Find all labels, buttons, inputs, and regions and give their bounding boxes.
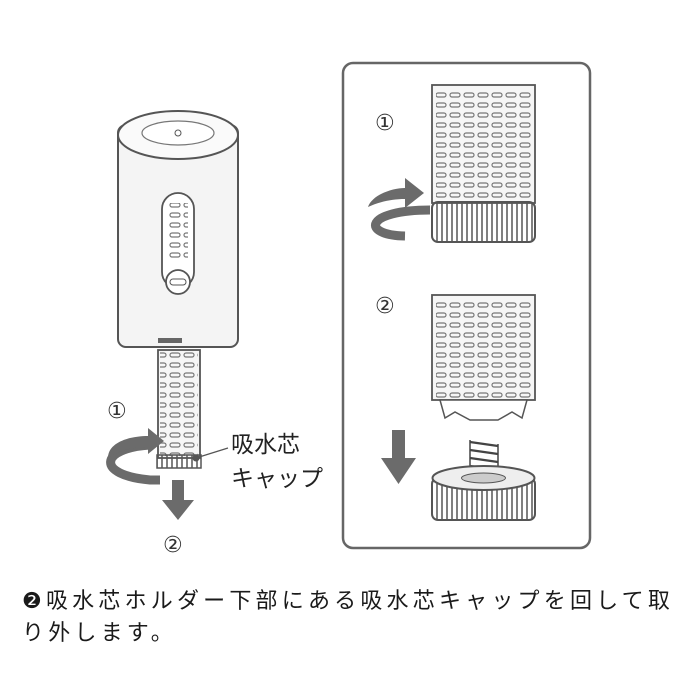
rotate-arrow-icon	[106, 428, 164, 485]
leader-line	[192, 447, 229, 462]
wick-filter-step1	[431, 84, 536, 243]
instruction-caption: ❷吸水芯ホルダー下部にある吸水芯キャップを回して取り外します。	[22, 586, 692, 650]
wick-holder-tube	[156, 349, 202, 469]
wick-filter-step2	[431, 294, 536, 421]
rotate-arrow-icon	[368, 178, 431, 241]
down-arrow-icon	[162, 480, 194, 520]
humidifier-device	[117, 110, 239, 348]
wick-cap-removed	[431, 465, 536, 521]
left-step2-marker: ②	[163, 533, 183, 558]
wick-cap-label-line2: キャップ	[231, 466, 323, 492]
step-number-badge: ❷	[22, 589, 46, 614]
right-step2-marker: ②	[375, 294, 395, 319]
wick-cap-label-line1: 吸水芯	[231, 432, 300, 458]
instruction-text: 吸水芯ホルダー下部にある吸水芯キャップを回して取り外します。	[22, 589, 675, 646]
left-step1-marker: ①	[107, 399, 127, 424]
down-arrow-icon	[381, 430, 416, 484]
right-step1-marker: ①	[375, 111, 395, 136]
